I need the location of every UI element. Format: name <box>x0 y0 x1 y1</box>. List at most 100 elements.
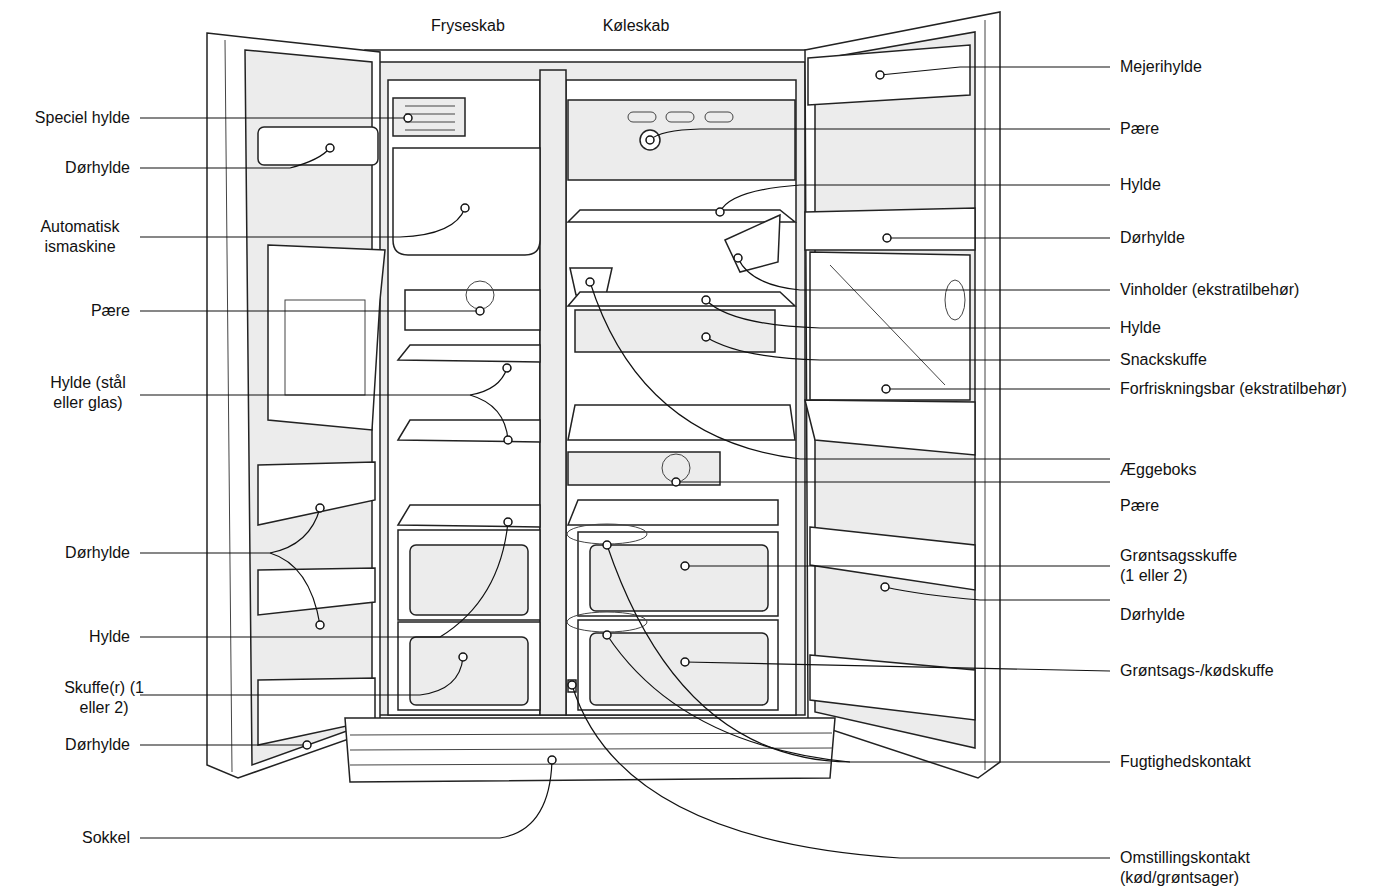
part-label: Pære <box>1120 496 1159 516</box>
illustration-shape <box>140 117 408 118</box>
part-label: Fugtighedskontakt <box>1120 752 1251 772</box>
illustration-shape <box>628 112 656 122</box>
leader-dot <box>876 71 884 79</box>
illustration-shape <box>405 106 455 107</box>
illustration-shape <box>225 40 232 772</box>
illustration-shape <box>398 505 540 527</box>
illustration-shape <box>885 587 1110 600</box>
leader-dot <box>466 281 494 309</box>
illustration-shape <box>578 532 778 616</box>
leader-dot <box>459 653 467 661</box>
illustration-shape <box>945 280 965 320</box>
part-label: Dørhylde <box>8 543 130 563</box>
illustration-shape <box>388 80 540 715</box>
illustration-shape <box>810 527 975 590</box>
illustration-shape <box>140 522 508 637</box>
illustration-shape <box>705 112 733 122</box>
part-label: Forfriskningsbar (ekstratilbehør) <box>1120 379 1347 399</box>
illustration-shape <box>373 62 805 715</box>
illustration-shape <box>345 718 835 782</box>
part-label: Mejerihylde <box>1120 57 1202 77</box>
cabinet <box>365 50 812 720</box>
leader-dot <box>586 278 594 286</box>
part-label: Æggeboks <box>1120 460 1197 480</box>
leader-dot <box>702 296 710 304</box>
leader-dot <box>503 364 511 372</box>
part-label: Dørhylde <box>1120 228 1185 248</box>
leader-dot <box>681 658 689 666</box>
illustration-shape <box>540 70 566 715</box>
illustration-shape <box>570 268 612 295</box>
part-label: Speciel hylde <box>8 108 130 128</box>
illustration-shape <box>410 545 528 615</box>
illustration-shape <box>568 292 795 306</box>
right-door <box>805 12 1000 778</box>
illustration-shape <box>568 405 795 440</box>
illustration-shape <box>410 637 528 705</box>
illustration-shape <box>650 129 1110 140</box>
illustration-shape <box>880 67 1110 75</box>
part-label: Pære <box>1120 119 1159 139</box>
part-label: Pære <box>8 301 130 321</box>
illustration-shape <box>685 662 1110 671</box>
leader-dot <box>883 234 891 242</box>
part-label: Vinholder (ekstratilbehør) <box>1120 280 1299 300</box>
part-label: Automatisk ismaskine <box>30 217 130 257</box>
leader-dot <box>504 518 512 526</box>
illustration-shape <box>805 208 975 250</box>
illustration-shape <box>808 45 970 105</box>
illustration-shape <box>140 508 320 553</box>
illustration-shape <box>398 622 540 710</box>
leader-dot <box>734 254 742 262</box>
illustration-shape <box>350 748 832 750</box>
illustration-shape <box>607 545 1110 762</box>
plinth <box>345 718 835 782</box>
leader-dot <box>548 756 556 764</box>
leader-lines <box>140 67 1110 858</box>
leader-dot <box>461 204 469 212</box>
leader-dot <box>316 504 324 512</box>
leader-dots <box>303 71 891 764</box>
leader-dot <box>504 436 512 444</box>
illustration-shape <box>268 245 385 430</box>
part-label: Dørhylde <box>1120 605 1185 625</box>
illustration-shape <box>568 680 576 692</box>
leader-dot <box>702 333 710 341</box>
part-label: Skuffe(r) (1 eller 2) <box>62 678 146 718</box>
compartment-heading: Køleskab <box>586 16 686 36</box>
leader-dot <box>303 741 311 749</box>
leader-dot <box>640 130 660 150</box>
illustration-shape <box>365 50 812 720</box>
illustration-shape <box>590 633 768 705</box>
illustration-shape <box>405 130 455 131</box>
illustration-shape <box>590 545 768 611</box>
illustration-shape <box>607 635 850 762</box>
illustration-shape <box>568 210 795 222</box>
leader-dot <box>672 478 680 486</box>
illustration-shape <box>720 185 1110 212</box>
compartment-heading: Fryseskab <box>418 16 518 36</box>
illustration-shape <box>666 112 694 122</box>
illustration-shape <box>578 620 778 710</box>
leader-dot <box>603 631 611 639</box>
illustration-shape <box>393 148 540 255</box>
illustration-shape <box>140 310 480 311</box>
illustration-shape <box>140 368 507 395</box>
illustration-shape <box>405 114 455 115</box>
illustration-shape <box>572 685 1110 858</box>
part-label: Hylde <box>1120 318 1161 338</box>
illustration-shape <box>810 252 970 400</box>
left-door <box>207 33 385 778</box>
leader-dot <box>568 681 576 689</box>
illustration-shape <box>398 345 540 362</box>
illustration-shape <box>886 388 1110 389</box>
illustration-shape <box>738 258 1110 290</box>
illustration-shape <box>805 12 1000 778</box>
illustration-shape <box>590 282 1110 459</box>
leader-dot <box>882 385 890 393</box>
part-label: Hylde <box>8 627 130 647</box>
illustration-shape <box>706 300 1110 328</box>
part-label: Grøntsagsskuffe (1 eller 2) <box>1120 546 1252 586</box>
leader-dot <box>476 307 484 315</box>
